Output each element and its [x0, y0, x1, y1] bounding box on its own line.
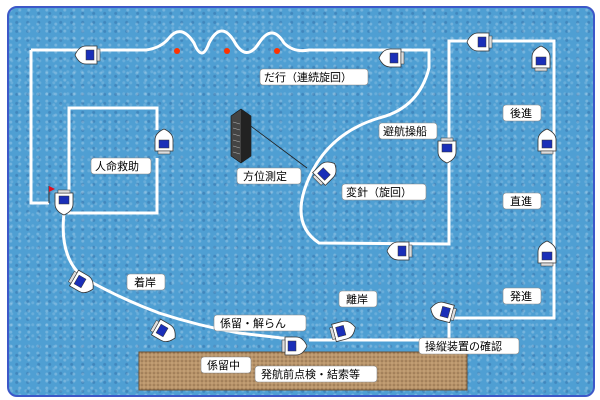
svg-text:発進: 発進 [510, 289, 532, 303]
label-mooring-release: 係留・解らん [213, 314, 307, 332]
label-berthing: 着岸 [126, 273, 166, 291]
label-bearing: 方位測定 [236, 167, 302, 185]
svg-text:人命救助: 人命救助 [95, 159, 139, 173]
flag-icon [48, 186, 55, 203]
label-slalom: だ行（連続旋回） [259, 68, 369, 86]
svg-text:着岸: 着岸 [134, 275, 156, 289]
svg-text:係留・解らん: 係留・解らん [220, 316, 286, 330]
svg-text:後進: 後進 [510, 106, 532, 120]
label-rescue: 人命救助 [90, 157, 152, 175]
svg-text:係留中: 係留中 [207, 359, 240, 372]
svg-text:離岸: 離岸 [346, 292, 368, 306]
label-pre-departure: 発航前点検・結索等 [254, 365, 378, 383]
label-course-change: 変針（旋回） [341, 183, 427, 201]
buoy-icon [174, 48, 180, 54]
svg-text:避航操船: 避航操船 [383, 124, 427, 138]
building-icon [230, 108, 252, 164]
buoy-icon [224, 48, 230, 54]
bearing-line [243, 120, 308, 169]
svg-text:直進: 直進 [510, 194, 532, 208]
label-helm-check: 操縦装置の確認 [418, 337, 520, 355]
svg-text:操縦装置の確認: 操縦装置の確認 [425, 339, 502, 353]
svg-text:方位測定: 方位測定 [243, 169, 287, 183]
svg-text:変針（旋回）: 変針（旋回） [346, 185, 412, 199]
course-route [29, 29, 556, 342]
label-departure-pier: 離岸 [338, 290, 378, 308]
svg-text:発航前点検・結索等: 発航前点検・結索等 [261, 367, 360, 381]
svg-text:だ行（連続旋回）: だ行（連続旋回） [264, 70, 352, 84]
exam-course-diagram: だ行（連続旋回） 避航操船 方位測定 人命救助 変針（旋回） 着岸 係留・解らん… [7, 6, 595, 397]
label-avoidance: 避航操船 [378, 122, 438, 140]
label-start: 発進 [502, 287, 542, 305]
label-straight: 直進 [502, 192, 542, 210]
course-map: だ行（連続旋回） 避航操船 方位測定 人命救助 変針（旋回） 着岸 係留・解らん… [29, 29, 557, 391]
label-reverse: 後進 [502, 104, 542, 122]
label-moored: 係留中 [200, 356, 252, 374]
buoy-icon [274, 48, 280, 54]
